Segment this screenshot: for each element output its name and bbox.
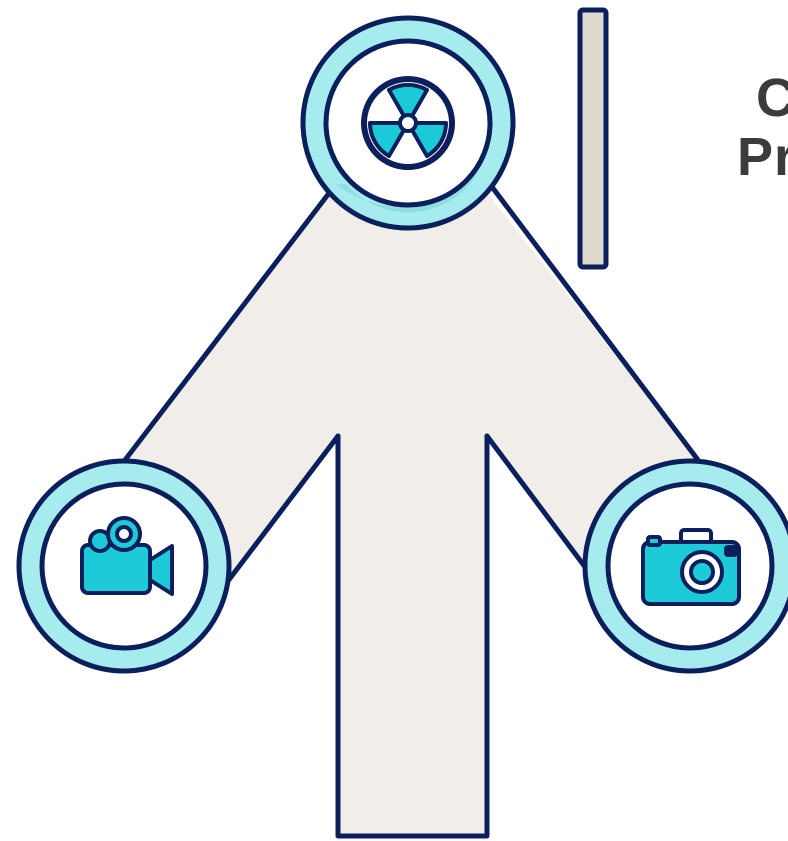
radiation-icon: [361, 76, 455, 170]
node-right: [582, 458, 788, 674]
divider-bar: [577, 7, 609, 270]
node-top-ring-overlap: [336, 171, 480, 213]
node-top: [300, 15, 516, 231]
arrow-outline: [93, 168, 701, 839]
node-left: [16, 458, 232, 674]
video-camera-icon: [80, 516, 174, 596]
photo-camera-icon: [641, 528, 741, 606]
